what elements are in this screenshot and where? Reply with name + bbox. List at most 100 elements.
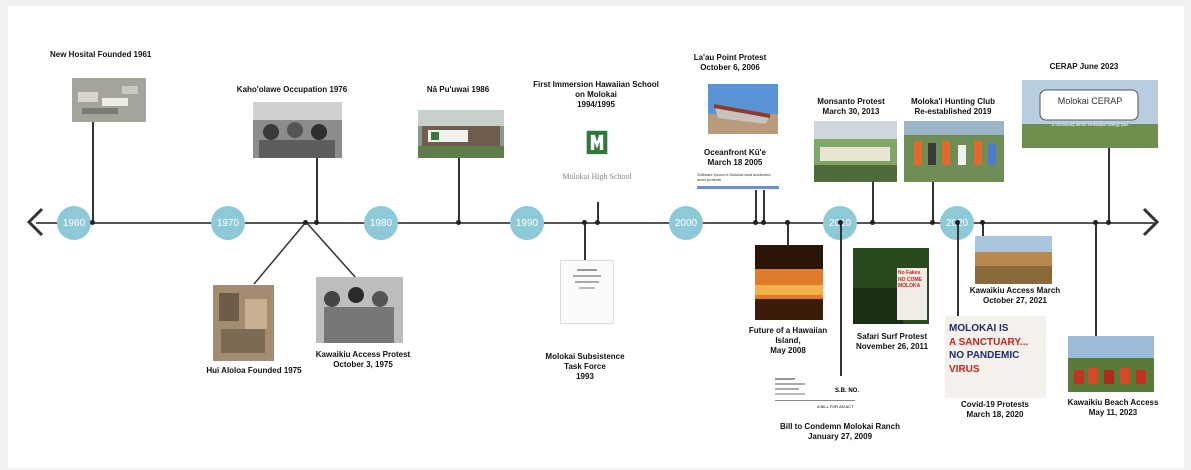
article-link-bar (697, 186, 779, 189)
label-line: Kawaikiu Access Protest (315, 350, 411, 359)
decade-marker: 1980 (364, 206, 398, 240)
event-label-huialoha: Hui Aloloa Founded 1975 (206, 366, 302, 375)
event-label-safari: Safari Surf Protest November 26, 2011 (846, 332, 938, 352)
event-label-hospital: New Hosital Founded 1961 (50, 50, 152, 59)
event-label-napuuwai: Nā Pu'uwai 1986 (426, 85, 490, 94)
label-line: October 27, 2021 (982, 296, 1048, 305)
label-line: January 27, 2009 (807, 432, 873, 441)
label-line: Kawaikiu Beach Access (1067, 398, 1159, 407)
event-photo-kawaikiu21 (975, 236, 1052, 284)
decade-marker: 1970 (211, 206, 245, 240)
event-label-hunting: Moloka'i Hunting Club Re-established 201… (898, 97, 1008, 117)
label-line: March 30, 2013 (822, 107, 880, 116)
sign-line: NO PANDEMIC (949, 350, 1020, 361)
safari-sign-text: No Fakes NO COME MOLOKA (898, 270, 927, 290)
event-label-future: Future of a Hawaiian Island, May 2008 (728, 326, 848, 356)
arrow-left-icon (26, 207, 46, 237)
label-line: Safari Surf Protest (856, 332, 928, 341)
event-photo-bill: S.B. NO. A BILL FOR AN ACT (773, 376, 879, 416)
label-line: Molokai Subsistence (545, 352, 625, 361)
oceanfront-article-snippet: Software tycoon's Molokai land auctioned… (697, 172, 771, 182)
event-dot (90, 220, 95, 225)
bill-heading: A BILL FOR AN ACT (817, 404, 854, 409)
event-connector (584, 224, 586, 260)
event-label-lauau: La'au Point Protest October 6, 2006 (680, 53, 780, 73)
label-line: on Molokai (575, 90, 617, 99)
label-line: October 6, 2006 (700, 63, 760, 72)
event-photo-lauau (708, 84, 778, 134)
label-line: Kawaikiu Access March (969, 286, 1061, 295)
event-label-kawaikiu75: Kawaikiu Access Protest October 3, 1975 (304, 350, 422, 370)
event-photo-hunting (904, 121, 1004, 182)
cerap-logo-text: Molokai CERAP (1057, 96, 1123, 106)
event-photo-future (755, 245, 823, 320)
event-dot (582, 220, 587, 225)
event-dot (1106, 220, 1111, 225)
event-connector (982, 224, 984, 236)
event-dot (314, 220, 319, 225)
label-line: Covid-19 Protests (960, 400, 1030, 409)
event-dot (930, 220, 935, 225)
label-line: Moloka'i Hunting Club (910, 97, 996, 106)
event-label-subsistence: Molokai Subsistence Task Force 1993 (530, 352, 640, 382)
event-connector (840, 224, 842, 376)
bill-number: S.B. NO. (835, 388, 860, 394)
label-line: Re-established 2019 (914, 107, 992, 116)
event-photo-cerap: Molokai CERAP A community-driven renewab… (1022, 80, 1158, 148)
sign-line: MOLOKAI IS (949, 323, 1009, 334)
event-label-kawaikiu21: Kawaikiu Access March October 27, 2021 (960, 286, 1070, 306)
event-connector (253, 221, 357, 285)
label-line: November 26, 2011 (855, 342, 929, 351)
event-photo-hospital (72, 78, 146, 122)
label-line: Task Force (564, 362, 606, 371)
event-connector (755, 190, 757, 222)
event-label-cerap: CERAP June 2023 (1049, 62, 1119, 71)
event-dot (456, 220, 461, 225)
event-label-bill: Bill to Condemn Molokai Ranch January 27… (760, 422, 920, 442)
event-photo-napuuwai (418, 110, 504, 158)
event-connector (957, 224, 959, 316)
event-dot (838, 220, 843, 225)
label-line: Oceanfront Kū'e (704, 148, 766, 157)
event-photo-covid: MOLOKAI IS A SANCTUARY... NO PANDEMIC VI… (945, 316, 1046, 398)
event-photo-safari: No Fakes NO COME MOLOKA (853, 248, 929, 324)
event-label-immersion: First Immersion Hawaiian School on Molok… (522, 80, 670, 110)
event-label-monsanto: Monsanto Protest March 30, 2013 (808, 97, 894, 117)
label-line: Bill to Condemn Molokai Ranch (779, 422, 900, 431)
event-label-beach: Kawaikiu Beach Access May 11, 2023 (1058, 398, 1168, 418)
event-dot (1093, 220, 1098, 225)
event-photo-subsistence (560, 260, 614, 324)
event-dot (785, 220, 790, 225)
event-connector (763, 190, 765, 222)
sign-line: VIRUS (949, 363, 980, 375)
event-photo-kahoolawe (253, 102, 342, 158)
label-line: First Immersion Hawaiian School (533, 80, 659, 89)
event-photo-immersion: Molokai High School (552, 128, 642, 192)
event-dot (955, 220, 960, 225)
event-dot (303, 220, 308, 225)
label-line: May 11, 2023 (1088, 408, 1138, 417)
event-dot (753, 220, 758, 225)
event-dot (595, 220, 600, 225)
covid-sign-text: MOLOKAI IS A SANCTUARY... NO PANDEMIC VI… (949, 322, 1043, 376)
event-connector (932, 182, 934, 222)
event-connector (787, 224, 789, 246)
label-line: May 2008 (770, 346, 806, 355)
label-line: 1993 (576, 372, 594, 381)
school-caption: Molokai High School (562, 172, 632, 181)
event-dot (761, 220, 766, 225)
label-line: La'au Point Protest (693, 53, 767, 62)
sign-line: A SANCTUARY... (949, 336, 1029, 348)
arrow-right-icon (1140, 207, 1160, 237)
event-connector (92, 122, 94, 222)
decade-marker: 2000 (669, 206, 703, 240)
event-label-oceanfront: Oceanfront Kū'e March 18 2005 (690, 148, 780, 168)
decade-marker: 1990 (510, 206, 544, 240)
label-line: 1994/1995 (577, 100, 615, 109)
event-dot (980, 220, 985, 225)
event-photo-kawaikiu75 (316, 277, 403, 343)
label-line: March 18, 2020 (966, 410, 1024, 419)
label-line: October 3, 1975 (333, 360, 393, 369)
event-photo-monsanto (814, 121, 897, 182)
